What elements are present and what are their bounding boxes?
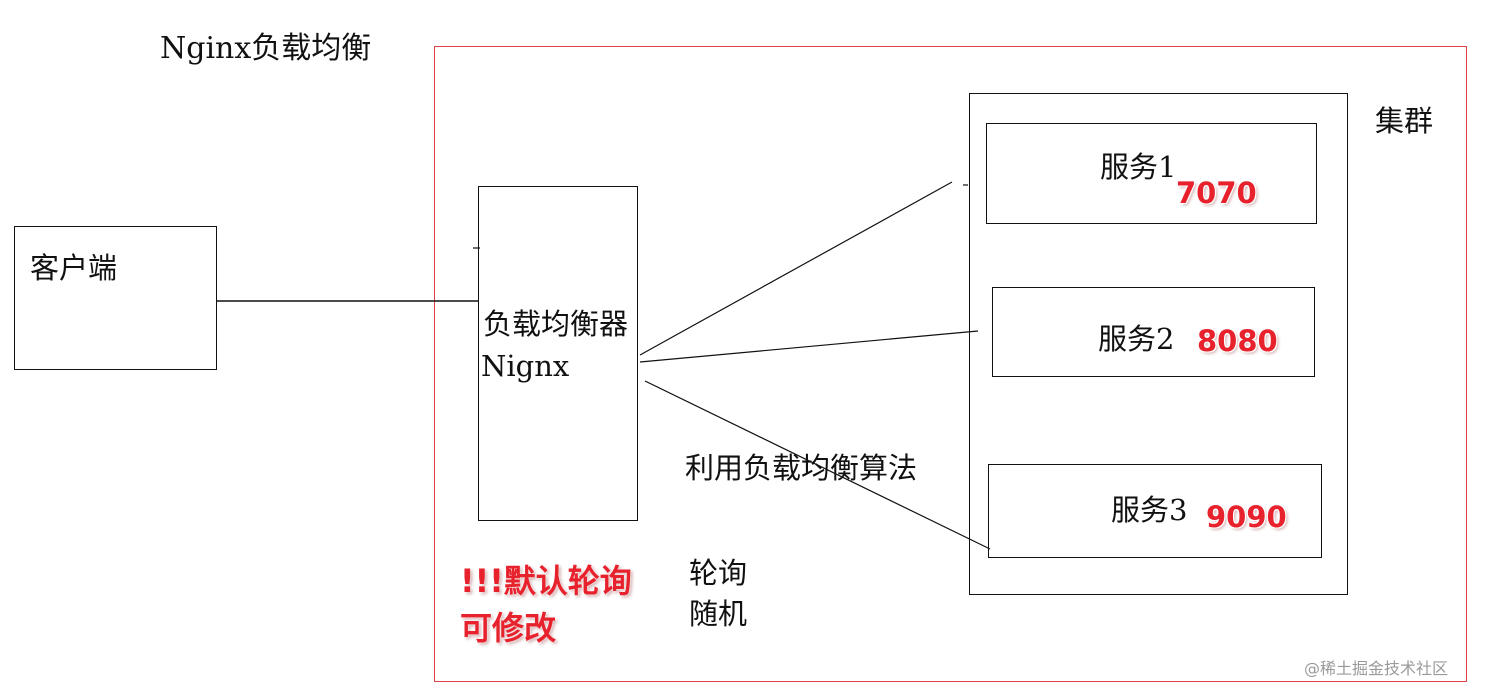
service-box-1 xyxy=(986,123,1317,224)
load-balancer-name: Nignx xyxy=(481,349,570,383)
watermark: @稀土掘金技术社区 xyxy=(1304,659,1449,678)
service-label-2: 服务2 xyxy=(1098,322,1175,356)
strategy-random: 随机 xyxy=(689,597,748,631)
default-note-line1: !!!默认轮询 xyxy=(460,562,632,600)
service-box-2 xyxy=(992,287,1315,377)
default-note-line2: 可修改 xyxy=(460,609,557,647)
cluster-box xyxy=(969,93,1348,595)
client-box xyxy=(14,226,217,370)
service-box-3 xyxy=(988,464,1322,558)
service-label-1: 服务1 xyxy=(1100,150,1177,184)
balancer-to-service1-line xyxy=(639,181,953,356)
balancer-to-service2-line xyxy=(639,330,979,363)
diagram-title: Nginx负载均衡 xyxy=(160,31,372,66)
client-label: 客户端 xyxy=(30,251,118,285)
load-balancer-box xyxy=(478,186,638,521)
service-port-2: 8080 xyxy=(1197,324,1278,358)
nginx-scope-frame xyxy=(434,46,1467,682)
strategy-round-robin: 轮询 xyxy=(689,556,748,590)
balancer-to-service3-line xyxy=(644,380,991,550)
load-balancer-label: 负载均衡器 xyxy=(483,307,629,341)
algorithm-label: 利用负载均衡算法 xyxy=(685,451,918,485)
cluster-label: 集群 xyxy=(1375,104,1434,138)
service-port-3: 9090 xyxy=(1206,500,1287,534)
service-label-3: 服务3 xyxy=(1111,493,1188,527)
service-port-1: 7070 xyxy=(1176,176,1257,210)
